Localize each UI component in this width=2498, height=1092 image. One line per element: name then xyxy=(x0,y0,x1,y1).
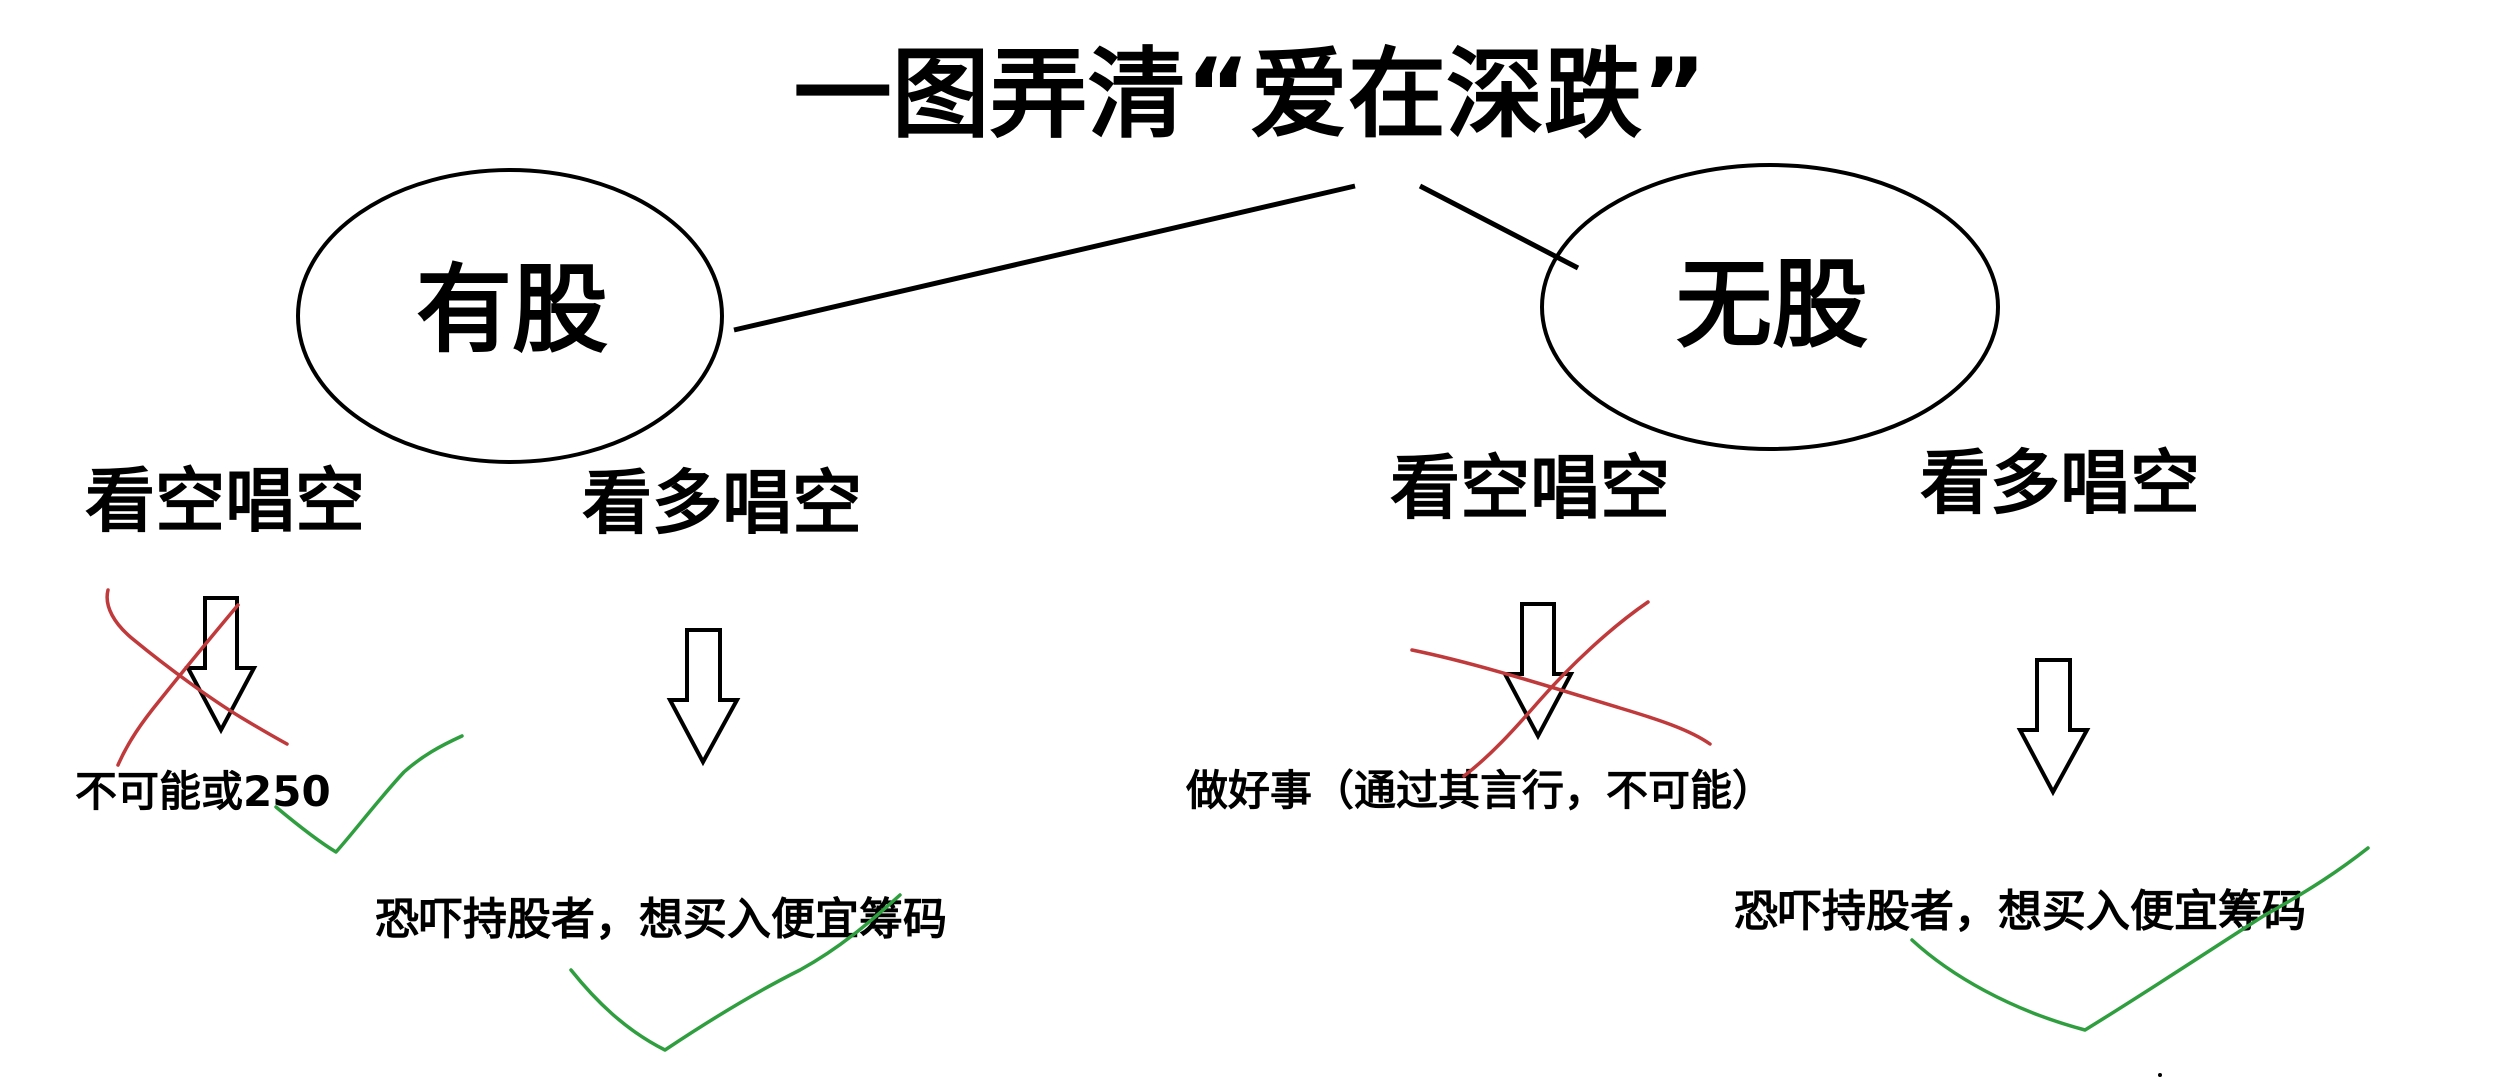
diagram-title: 一图弄清“爱在深跌” xyxy=(794,38,1707,152)
option-label-left-bullish: 看多唱空 xyxy=(582,462,862,544)
option-label-right-bullish: 看多唱空 xyxy=(1920,442,2200,524)
outcome-right-bearish: 做好事（通过其言行，不可能） xyxy=(1185,766,1774,815)
down-arrow-left-bearish xyxy=(184,596,258,735)
connector-line-right xyxy=(1418,183,1580,271)
option-label-right-bearish: 看空唱空 xyxy=(1390,447,1670,529)
outcome-left-bullish: 恐吓持股者，想买入便宜筹码 xyxy=(375,894,947,945)
option-label-left-bearish: 看空唱空 xyxy=(85,460,365,542)
check-mark-left-bearish xyxy=(274,734,464,854)
branch-label-has-stock: 有股 xyxy=(416,254,608,366)
check-mark-right-bullish xyxy=(1910,846,2370,1032)
branch-label-no-stock: 无股 xyxy=(1676,249,1868,361)
stray-dot xyxy=(2158,1073,2162,1077)
down-arrow-left-bullish xyxy=(666,628,741,767)
check-mark-left-bullish xyxy=(569,893,902,1052)
cross-mark-right-bearish xyxy=(1410,600,1712,778)
branch-ellipse-no-stock xyxy=(1540,163,2000,451)
outcome-left-bearish: 不可能或250 xyxy=(75,767,331,816)
down-arrow-right-bearish xyxy=(1501,602,1575,741)
connector-line-left xyxy=(733,183,1356,333)
down-arrow-right-bullish xyxy=(2016,658,2091,797)
branch-ellipse-has-stock xyxy=(296,168,724,464)
cross-mark-left-bearish xyxy=(105,588,289,767)
outcome-right-bullish: 恐吓持股者，想买入便宜筹码 xyxy=(1734,886,2306,937)
